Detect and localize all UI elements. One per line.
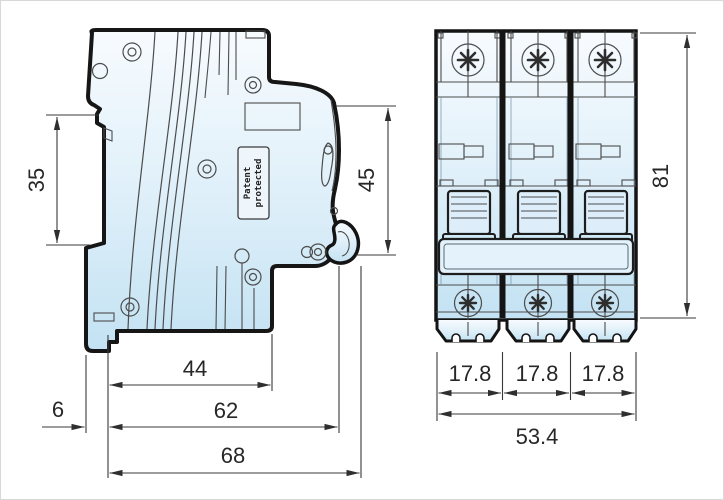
top-notch-detail <box>245 30 266 39</box>
label-window-small <box>533 145 554 158</box>
dim-pole2-label: 17.8 <box>516 361 559 386</box>
dim-45-label: 45 <box>354 168 379 192</box>
toggle-handle-side <box>324 219 361 265</box>
dim-44: 44 <box>109 356 271 389</box>
label-window-small <box>600 145 621 158</box>
screw-bottom-icon <box>453 288 483 318</box>
front-step-panel <box>244 102 301 131</box>
screw-top-icon <box>451 43 485 77</box>
toggle-handle-front <box>579 189 633 244</box>
pole-1 <box>435 31 501 343</box>
front-body-outline <box>434 29 638 322</box>
label-window-small <box>463 145 484 158</box>
dimensions: 35 45 44 6 62 68 <box>24 32 696 478</box>
toggle-handle-front <box>442 189 496 244</box>
patent-label-line1: Patent <box>243 167 253 200</box>
latch-detail <box>321 142 334 187</box>
front-view <box>434 29 638 343</box>
din-release-strip <box>437 237 635 276</box>
dim-62: 62 <box>109 398 338 431</box>
dim-44-label: 44 <box>183 356 207 381</box>
side-rivets <box>91 42 339 317</box>
side-view: Patent protected <box>84 28 361 353</box>
patent-label: Patent protected <box>237 146 270 220</box>
latch-pin <box>323 145 333 155</box>
dim-68-label: 68 <box>221 443 245 468</box>
dim-6: 6 <box>42 397 85 431</box>
dim-total-width: 53.4 <box>438 410 635 449</box>
dim-81: 81 <box>640 32 696 319</box>
dim-35-label: 35 <box>24 168 49 192</box>
dim-81-label: 81 <box>648 164 673 188</box>
dim-45: 45 <box>336 105 396 256</box>
dim-pole-widths: 17.8 17.8 17.8 <box>438 361 635 397</box>
screw-bottom-icon <box>590 288 620 318</box>
bottom-foot-detail <box>93 312 115 322</box>
dim-68: 68 <box>109 443 360 477</box>
dim-pole1-label: 17.8 <box>449 361 492 386</box>
dim-62-label: 62 <box>214 398 238 423</box>
toggle-handle-front <box>512 189 566 244</box>
toggle-pivot-circles <box>300 243 327 261</box>
dim-pole3-label: 17.8 <box>582 361 625 386</box>
dim-total-label: 53.4 <box>516 424 559 449</box>
side-ridge-lines <box>127 31 337 330</box>
screw-top-icon <box>521 43 555 77</box>
screw-top-icon <box>588 43 622 77</box>
screw-bottom-icon <box>523 288 553 318</box>
dim-35: 35 <box>24 114 99 246</box>
patent-label-line2: protected <box>254 159 264 208</box>
din-claw-tab <box>103 127 113 142</box>
dim-6-label: 6 <box>52 397 64 422</box>
toggle-inner-line <box>337 231 350 257</box>
